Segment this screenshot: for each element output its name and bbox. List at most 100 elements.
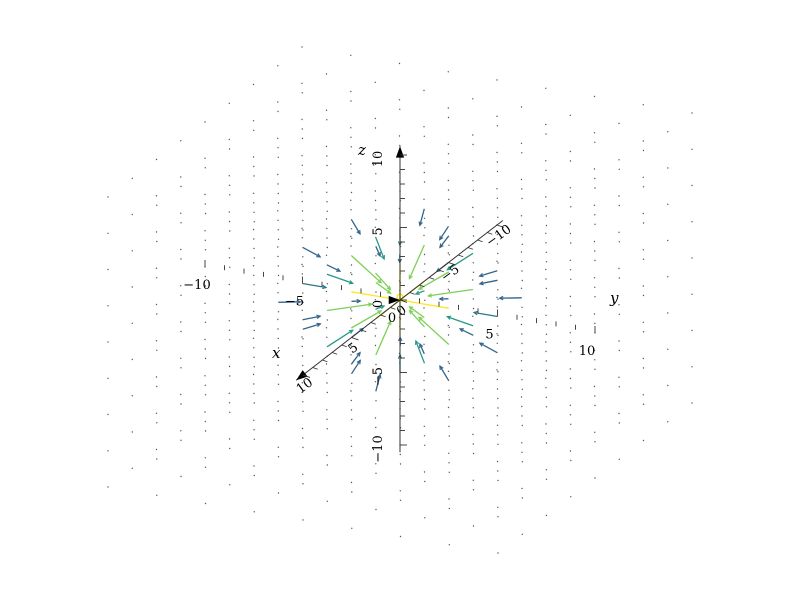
field-arrowhead	[446, 266, 452, 271]
sample-dot	[155, 412, 158, 414]
field-arrowhead	[386, 289, 392, 294]
sample-dot	[448, 353, 450, 355]
sample-dot	[618, 204, 620, 207]
sample-dot	[228, 175, 230, 177]
sample-dot	[545, 350, 547, 353]
y-tick-label: −5	[285, 295, 304, 310]
sample-dot	[472, 388, 474, 390]
sample-dot	[277, 347, 280, 349]
field-arrowhead	[356, 298, 362, 304]
sample-dot	[472, 189, 474, 191]
sample-dot	[497, 334, 499, 337]
sample-dot	[448, 471, 450, 473]
sample-dot	[569, 295, 571, 298]
sample-dot	[545, 268, 547, 271]
sample-dot	[496, 207, 499, 209]
sample-dot	[302, 265, 304, 267]
z-tick-label: −10	[371, 435, 386, 462]
sample-dot	[204, 167, 206, 169]
sample-dot	[593, 240, 596, 243]
sample-dot	[350, 191, 353, 194]
sample-dot	[569, 187, 571, 189]
sample-dot	[302, 483, 304, 485]
sample-dot	[448, 435, 450, 437]
sample-dot	[691, 293, 693, 295]
sample-dot	[569, 332, 571, 334]
sample-dot	[520, 287, 523, 289]
sample-dot	[497, 443, 499, 445]
sample-dot	[155, 158, 158, 161]
sample-dot	[351, 310, 353, 312]
sample-dot	[472, 351, 474, 354]
field-arrow	[350, 359, 361, 375]
sample-dot	[204, 321, 207, 323]
sample-dot	[520, 178, 523, 181]
sample-dot	[447, 324, 449, 327]
sample-dot	[594, 441, 596, 443]
z-tick-label: −5	[371, 367, 386, 386]
sample-dot	[229, 484, 231, 486]
field-arrow	[446, 316, 474, 327]
sample-dot	[277, 147, 279, 149]
sample-dot	[497, 552, 499, 554]
sample-dot	[326, 300, 328, 302]
sample-dot	[618, 159, 620, 161]
sample-dot	[277, 364, 279, 366]
sample-dot	[253, 293, 255, 295]
sample-dot	[593, 204, 596, 206]
sample-dot	[569, 368, 571, 370]
sample-dot	[423, 253, 426, 256]
sample-dot	[497, 252, 499, 255]
sample-dot	[180, 357, 182, 359]
sample-dot	[642, 285, 644, 287]
sample-dot	[375, 327, 377, 329]
sample-dot	[326, 201, 328, 203]
sample-dot	[228, 392, 230, 394]
sample-dot	[594, 223, 596, 225]
sample-dot	[301, 227, 303, 229]
z-axis-title: z	[357, 141, 366, 159]
sample-dot	[521, 533, 523, 535]
sample-dot	[326, 191, 328, 193]
sample-dot	[472, 170, 474, 172]
sample-dot	[423, 198, 425, 200]
sample-dot	[302, 401, 304, 403]
sample-dot	[325, 182, 328, 184]
field-arrow	[439, 235, 450, 248]
sample-dot	[351, 455, 353, 457]
sample-dot	[424, 299, 426, 301]
sample-dot	[301, 191, 303, 193]
field-arrow	[350, 218, 361, 235]
sample-dot	[326, 372, 328, 375]
sample-dot	[204, 502, 207, 505]
sample-dot	[521, 424, 523, 427]
sample-dot	[521, 333, 523, 335]
field-arrowhead	[498, 295, 504, 301]
sample-dot	[302, 183, 304, 185]
field-arrow	[350, 352, 361, 365]
sample-dot	[374, 226, 376, 228]
sample-dot	[545, 160, 547, 162]
sample-dot	[350, 354, 352, 356]
sample-dot	[448, 290, 450, 292]
sample-dot	[521, 260, 523, 263]
sample-dot	[204, 411, 206, 413]
sample-dot	[204, 193, 206, 196]
sample-dot	[325, 363, 328, 365]
sample-dot	[520, 251, 523, 253]
sample-dot	[399, 453, 401, 456]
sample-dot	[593, 313, 596, 315]
sample-dot	[496, 115, 498, 118]
sample-dot	[253, 211, 255, 213]
sample-dot	[520, 142, 523, 144]
sample-dot	[423, 162, 425, 164]
sample-dot	[570, 242, 572, 244]
sample-dot	[228, 283, 230, 286]
sample-dot	[253, 429, 255, 431]
sample-dot	[497, 371, 499, 373]
sample-dot	[496, 369, 498, 371]
sample-dot	[642, 149, 645, 152]
sample-dot	[155, 448, 158, 451]
sample-dot	[252, 265, 255, 267]
